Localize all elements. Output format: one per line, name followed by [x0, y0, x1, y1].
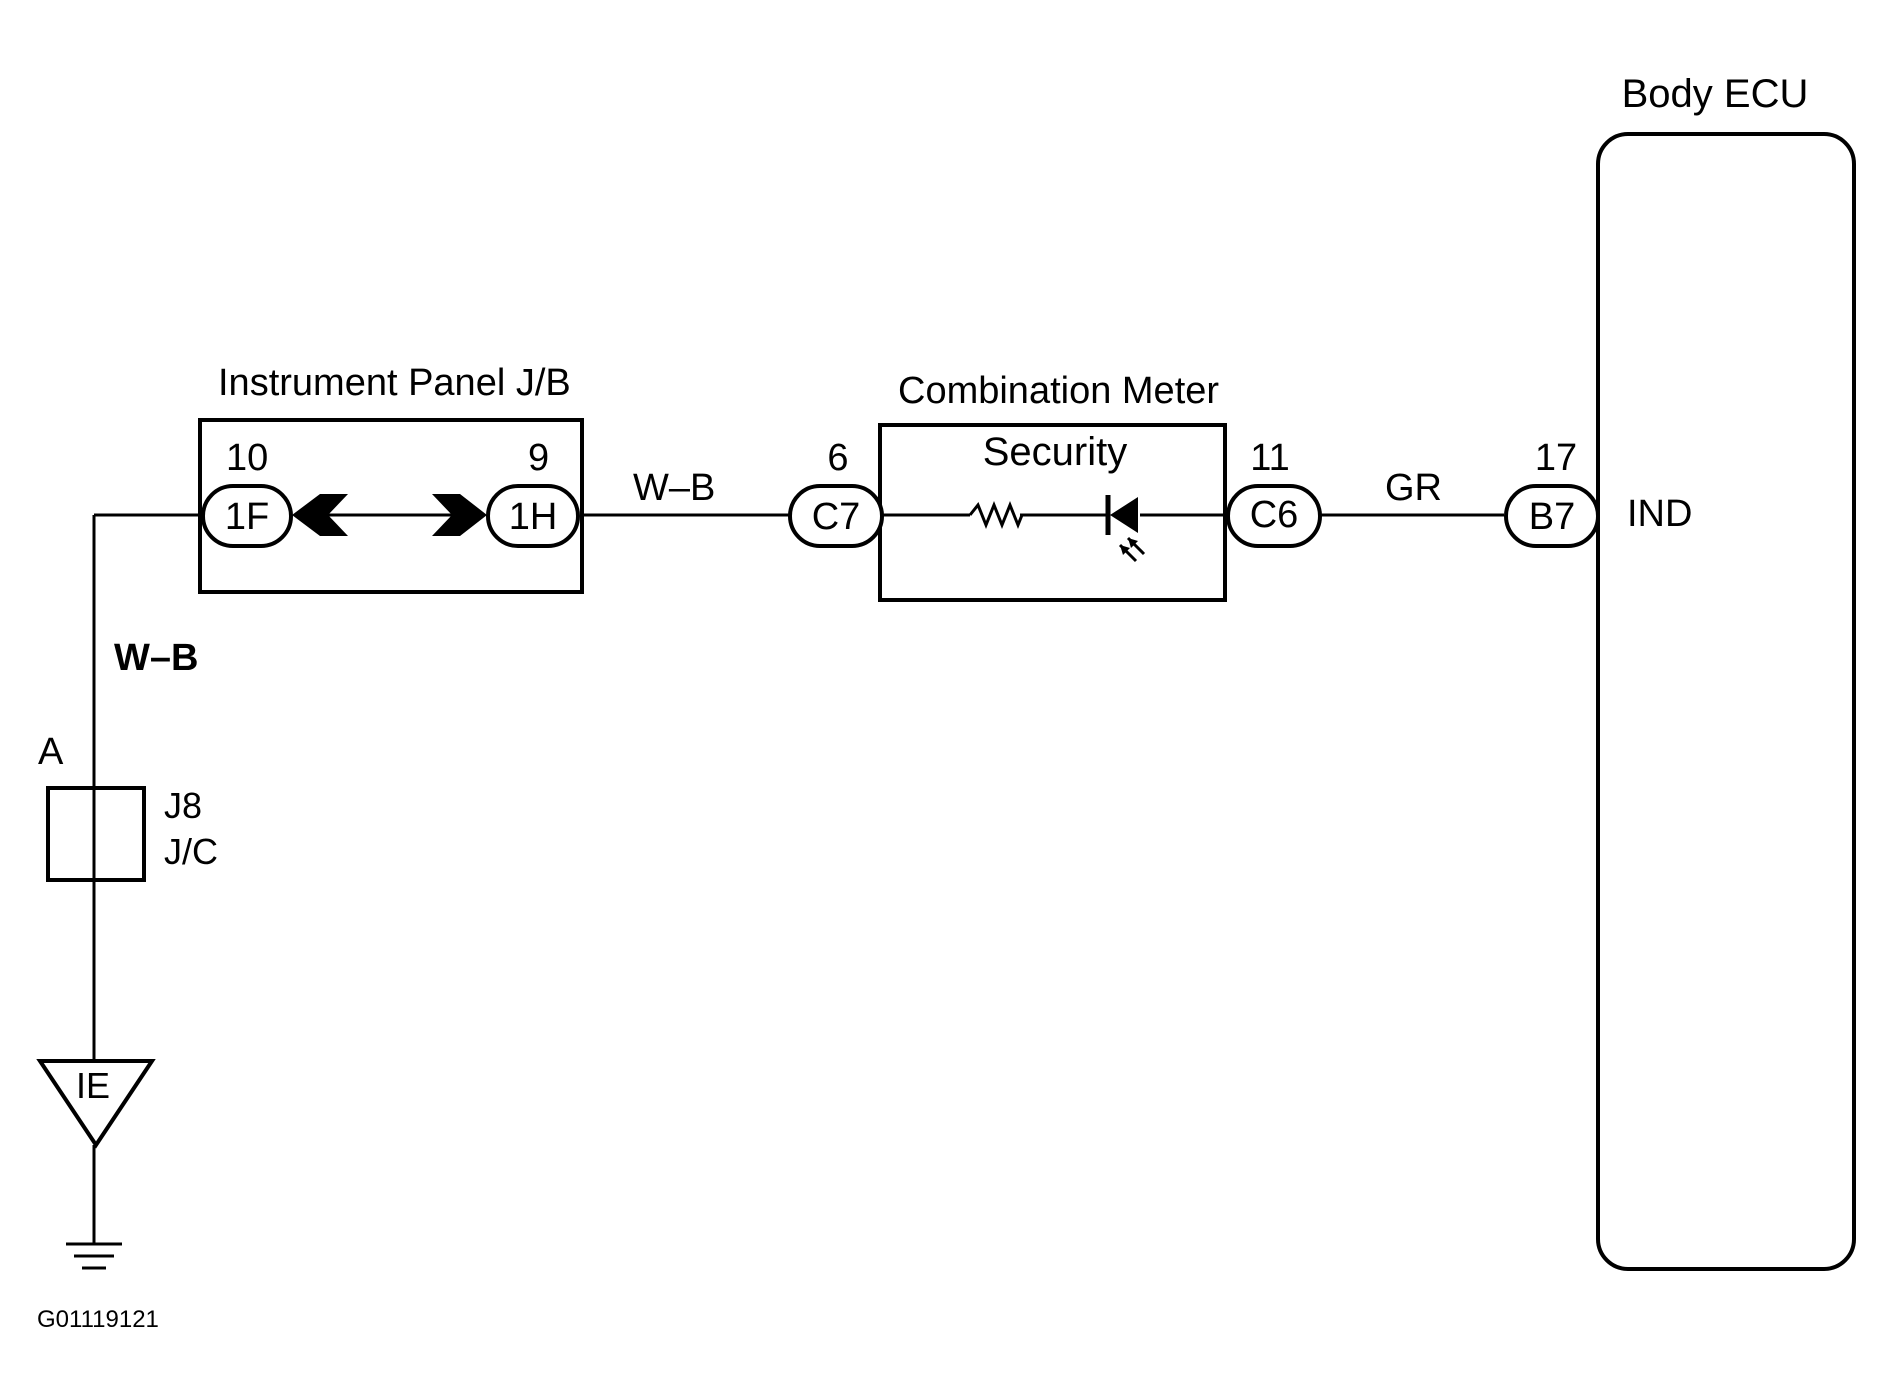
connector-1f-code: 1F	[225, 496, 269, 538]
junction-line2: J/C	[164, 831, 218, 872]
wire-label-jb-to-meter: W–B	[633, 467, 715, 509]
connector-b7-code: B7	[1529, 496, 1575, 538]
jb-title: Instrument Panel J/B	[218, 362, 571, 404]
security-indicator-label: Security	[983, 430, 1128, 474]
junction-line1: J8	[164, 785, 202, 826]
wire-network	[92, 513, 1504, 1065]
ecu-terminal-ind: IND	[1627, 493, 1692, 535]
connector-c7	[788, 484, 884, 548]
ground-icon	[66, 1242, 122, 1270]
connector-c6	[1226, 484, 1322, 548]
pin-c6: 11	[1250, 437, 1289, 479]
ground-point-label: IE	[76, 1065, 110, 1106]
connector-c6-code: C6	[1250, 494, 1299, 536]
ecu-box	[1596, 132, 1856, 1271]
led-icon	[1105, 495, 1146, 563]
connector-c7-code: C7	[812, 496, 861, 538]
wire-label-ground-run: W–B	[114, 637, 198, 679]
chevron-left-icon	[292, 494, 348, 536]
figure-id: G01119121	[37, 1306, 159, 1333]
ecu-title: Body ECU	[1622, 72, 1809, 116]
chevron-right-icon	[432, 494, 487, 536]
pin-1h: 9	[528, 437, 549, 479]
junction-connector-j8: A J8 J/C	[38, 731, 218, 882]
connector-b7	[1504, 484, 1600, 548]
wire-label-meter-to-ecu: GR	[1385, 467, 1442, 509]
resistor-icon	[968, 500, 1025, 530]
ground-triangle-icon	[36, 1059, 156, 1149]
connector-1h-code: 1H	[509, 496, 558, 538]
jb-box	[198, 418, 584, 594]
combination-meter: Combination Meter Security 6 C7 11 C6	[788, 370, 1322, 602]
pin-c7: 6	[827, 437, 848, 479]
instrument-panel-jb: Instrument Panel J/B 10 1F 9 1H	[198, 362, 584, 594]
connector-1f	[201, 484, 293, 548]
junction-box	[46, 786, 146, 882]
ground-point: IE	[36, 1059, 156, 1270]
connector-1h	[486, 484, 580, 548]
pin-1f: 10	[226, 437, 268, 479]
meter-title: Combination Meter	[898, 370, 1219, 412]
pin-b7: 17	[1535, 437, 1577, 479]
body-ecu: Body ECU 17 B7 IND	[1504, 72, 1856, 1271]
junction-marker: A	[38, 731, 64, 773]
